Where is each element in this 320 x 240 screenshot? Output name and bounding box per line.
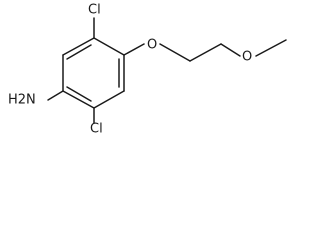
bond-ch2-oxygen <box>220 43 241 57</box>
bond-oxygen-methyl <box>255 39 287 57</box>
atom-label-cl-bottom: Cl <box>90 122 103 137</box>
atom-label-oxygen-ring: O <box>147 38 157 53</box>
atom-label-oxygen-chain: O <box>242 50 252 65</box>
ring-double-bond-3 <box>66 44 92 60</box>
ring-bond-c1-c2 <box>93 37 125 56</box>
atom-label-amine: H2N <box>8 93 36 108</box>
ring-bond-c4-c5 <box>62 90 95 109</box>
bond-c2-oxygen <box>123 43 145 56</box>
atom-label-cl-top: Cl <box>88 3 101 18</box>
benzene-ring <box>62 37 125 109</box>
bond-oxygen-ch2 <box>159 43 191 62</box>
ring-double-bond-2 <box>66 86 92 102</box>
chemical-structure: Cl Cl O O H2N <box>8 3 287 137</box>
ring-bond-c6-c1 <box>62 37 95 56</box>
ring-bond-c3-c4 <box>93 90 125 109</box>
bond-ch2-ch2 <box>189 43 222 62</box>
bond-c5-amine <box>47 90 64 101</box>
